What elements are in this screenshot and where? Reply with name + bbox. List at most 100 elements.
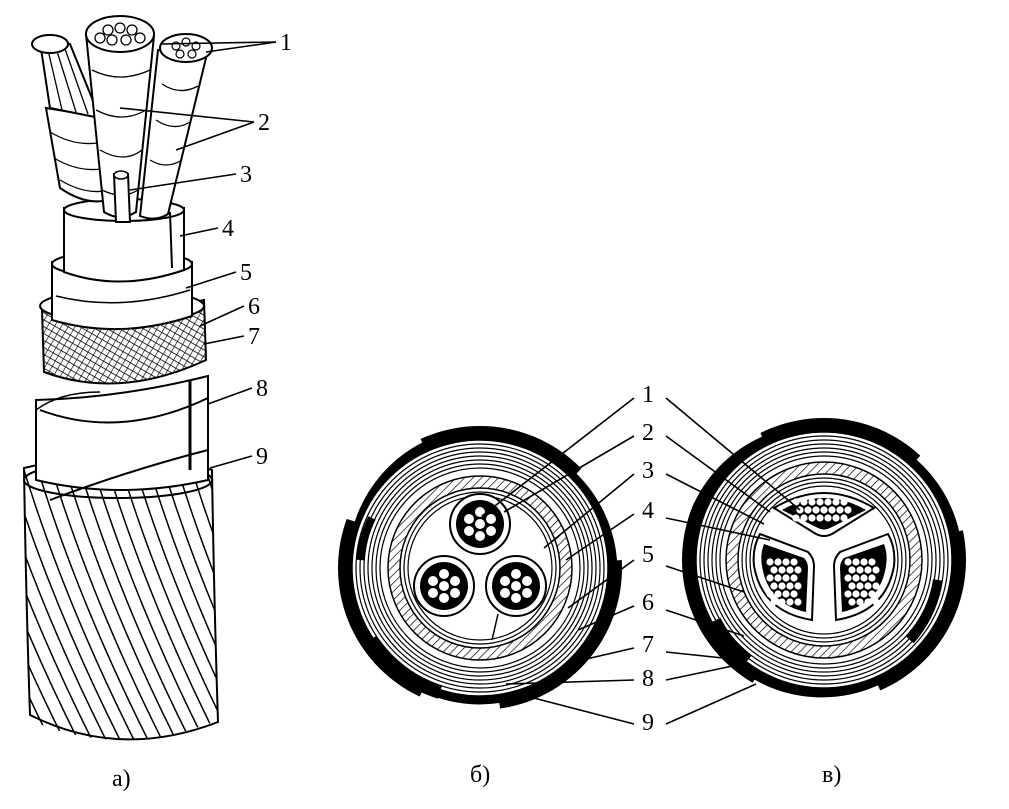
panel-a-leader-lines [119,41,277,469]
strand-wire [844,574,852,582]
strand-wire [774,558,782,566]
label-b-8: 8 [642,666,654,692]
strand-wire [766,574,774,582]
armour-wire [24,470,107,740]
strand-wire [786,582,794,590]
outer-sheath [35,374,209,501]
caption-b: б) [470,762,490,788]
strand-wire [856,598,864,606]
panel-c-leader-lines [665,397,801,725]
round-core-top [449,493,511,555]
sector-core-right [832,532,896,622]
strand-wire [848,598,856,606]
strand-wire [828,506,836,514]
strand-wire [786,566,794,574]
armour-wire [163,470,218,740]
strand-wire [856,582,864,590]
panel-b-labels: 1 2 3 4 5 6 7 8 9 [642,382,654,736]
strand-wire [774,574,782,582]
strand-wire [766,590,774,598]
armour-wire [0,470,8,740]
label-a-8: 8 [256,376,268,402]
armour-wire [191,470,218,740]
strand-wire [820,506,828,514]
label-a-2: 2 [258,110,270,136]
strand-wire [824,498,832,506]
strand-wire [832,498,840,506]
cable-cores [31,15,213,223]
label-a-9: 9 [256,444,268,470]
panel-a-cable-perspective: 1 2 3 4 5 6 7 8 9 а) [0,15,358,792]
armour-wire [220,470,330,740]
armour-wire [177,470,218,740]
strand-wire [868,590,876,598]
armour-wire [24,470,65,740]
label-b-6: 6 [642,590,654,616]
strand-wire [844,506,852,514]
label-b-4: 4 [642,498,654,524]
strand-wire [800,498,808,506]
strand-wire [812,506,820,514]
label-b-7: 7 [642,632,654,658]
strand-wire [840,498,848,506]
strand-wire [872,582,880,590]
strand-wire [778,598,786,606]
strand-wire [840,514,848,522]
strand-wire [778,582,786,590]
strand-wire [808,514,816,522]
panel-b-cross-section-round-cores [338,397,635,725]
armour-wire [0,470,22,740]
label-b-3: 3 [642,458,654,484]
strand-wire [766,558,774,566]
strand-wire [860,590,868,598]
strand-wire [860,558,868,566]
round-core-right [485,555,547,617]
label-b-2: 2 [642,420,654,446]
strand-wire [782,558,790,566]
strand-wire [816,498,824,506]
strand-wire [770,598,778,606]
panel-c-cross-section-sector-cores [665,397,969,725]
sector-core-top [772,492,876,537]
strand-wire [808,498,816,506]
armour-wire-layer [0,456,358,741]
label-a-3: 3 [240,162,252,188]
caption-c: в) [822,762,841,788]
strand-wire [794,582,802,590]
armour-wire [79,470,191,740]
panel-a-labels: 1 2 3 4 5 6 7 8 9 [222,30,292,470]
armour-wire [24,470,135,740]
strand-wire [792,498,800,506]
label-a-4: 4 [222,216,234,242]
strand-wire [852,590,860,598]
strand-wire [836,506,844,514]
strand-wire [770,566,778,574]
strand-wire [844,590,852,598]
armour-wire [248,470,358,740]
strand-wire [860,574,868,582]
strand-wire [786,598,794,606]
strand-wire [794,566,802,574]
label-b-1: 1 [642,382,654,408]
strand-wire [848,566,856,574]
strand-wire [790,558,798,566]
armour-wire [24,470,93,740]
panel-b-leader-lines [481,397,635,725]
strand-wire [824,514,832,522]
strand-wire [804,506,812,514]
armour-wire [107,470,218,740]
strand-wire [774,590,782,598]
strand-wire [848,582,856,590]
strand-wire [864,566,872,574]
armour-wire [51,470,163,740]
sector-core-left [752,532,816,622]
armour-wire [93,470,205,740]
strand-wire [844,558,852,566]
label-b-9: 9 [642,710,654,736]
armour-wire [149,470,218,740]
armour-wire [135,470,218,740]
strand-wire [800,514,808,522]
strand-wire [856,566,864,574]
strand-wire [790,590,798,598]
strand-wire [790,574,798,582]
